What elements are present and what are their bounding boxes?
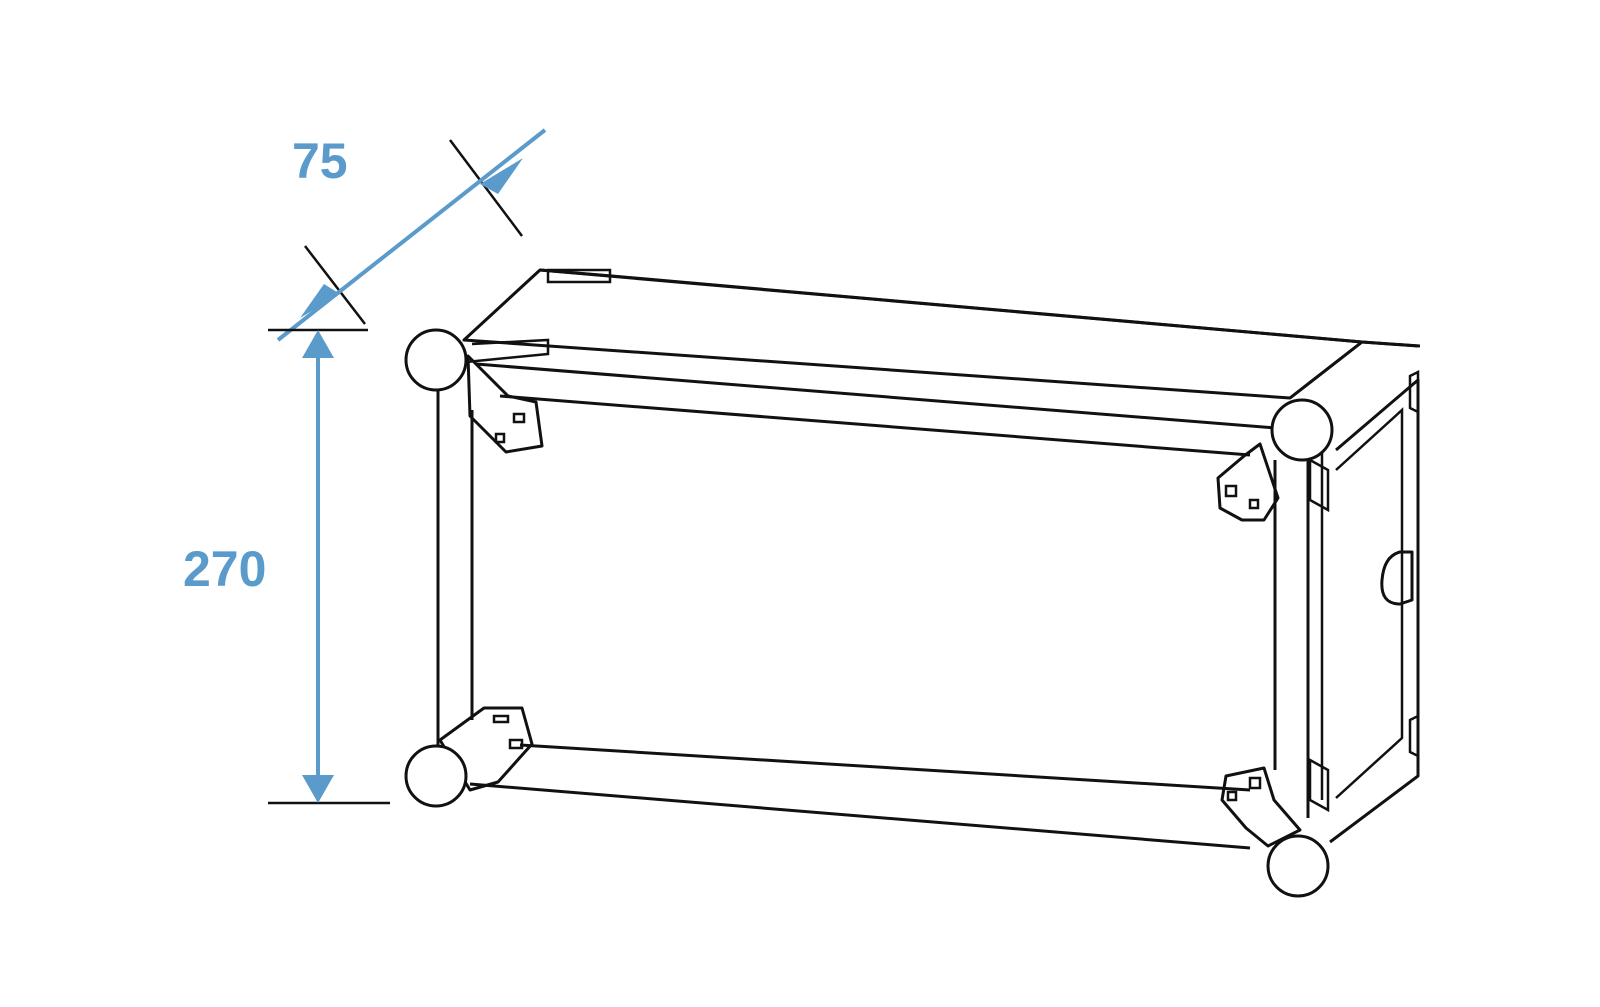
bottom-rail-bottom xyxy=(469,782,1251,850)
right-side-top-edge-2 xyxy=(1289,340,1363,400)
bracket-rivet xyxy=(494,432,506,444)
depth-label: 75 xyxy=(292,133,348,189)
height-arrow-icon-bottom xyxy=(302,775,334,803)
right-post-clip-lower xyxy=(1308,757,1330,813)
depth-dimension-line xyxy=(276,128,547,342)
top-latch-back xyxy=(546,268,612,284)
case-right-side xyxy=(1329,378,1420,844)
ball-corner-bottom-right-icon xyxy=(1266,834,1330,898)
bracket-rivet xyxy=(508,738,524,750)
ball-corner-bottom-left-icon xyxy=(404,744,468,808)
case-right-inner-frame xyxy=(1335,407,1404,799)
depth-extension-line-back xyxy=(449,139,523,237)
side-hinge-lower xyxy=(1408,713,1420,759)
side-handle-icon xyxy=(1380,550,1414,606)
ball-corner-top-right-icon xyxy=(1270,398,1334,462)
case-top-back-edge xyxy=(539,268,1419,348)
side-hinge-upper xyxy=(1408,369,1420,415)
bracket-top-right xyxy=(1216,442,1280,522)
bracket-rivet xyxy=(1226,790,1238,802)
bracket-rivet xyxy=(1248,776,1262,790)
case-top-face xyxy=(462,268,1364,400)
depth-extension-line-front xyxy=(304,245,366,325)
rack-case xyxy=(404,268,1421,898)
depth-dimension: 75 xyxy=(276,128,547,342)
case-top-inner-edge xyxy=(475,362,1276,430)
top-hinge-front xyxy=(465,338,550,364)
bracket-bottom-left xyxy=(438,706,534,792)
bracket-top-left xyxy=(466,354,544,454)
height-arrow-icon-top xyxy=(302,330,334,358)
bracket-rivet xyxy=(1248,498,1260,510)
bracket-rivet xyxy=(512,412,526,424)
depth-arrow-icon-back xyxy=(480,158,523,194)
depth-arrow-icon-front xyxy=(300,284,340,318)
ball-corner-top-left-icon xyxy=(404,328,468,392)
bottom-rail-top xyxy=(519,743,1251,792)
case-top-inner-edge-2 xyxy=(499,394,1251,457)
right-post-clip-upper xyxy=(1308,457,1330,513)
bracket-rivet xyxy=(1224,484,1238,498)
height-dimension: 270 xyxy=(183,328,390,805)
right-side-top-edge xyxy=(1361,340,1421,348)
height-label: 270 xyxy=(183,541,266,597)
bracket-rivet xyxy=(492,714,510,724)
